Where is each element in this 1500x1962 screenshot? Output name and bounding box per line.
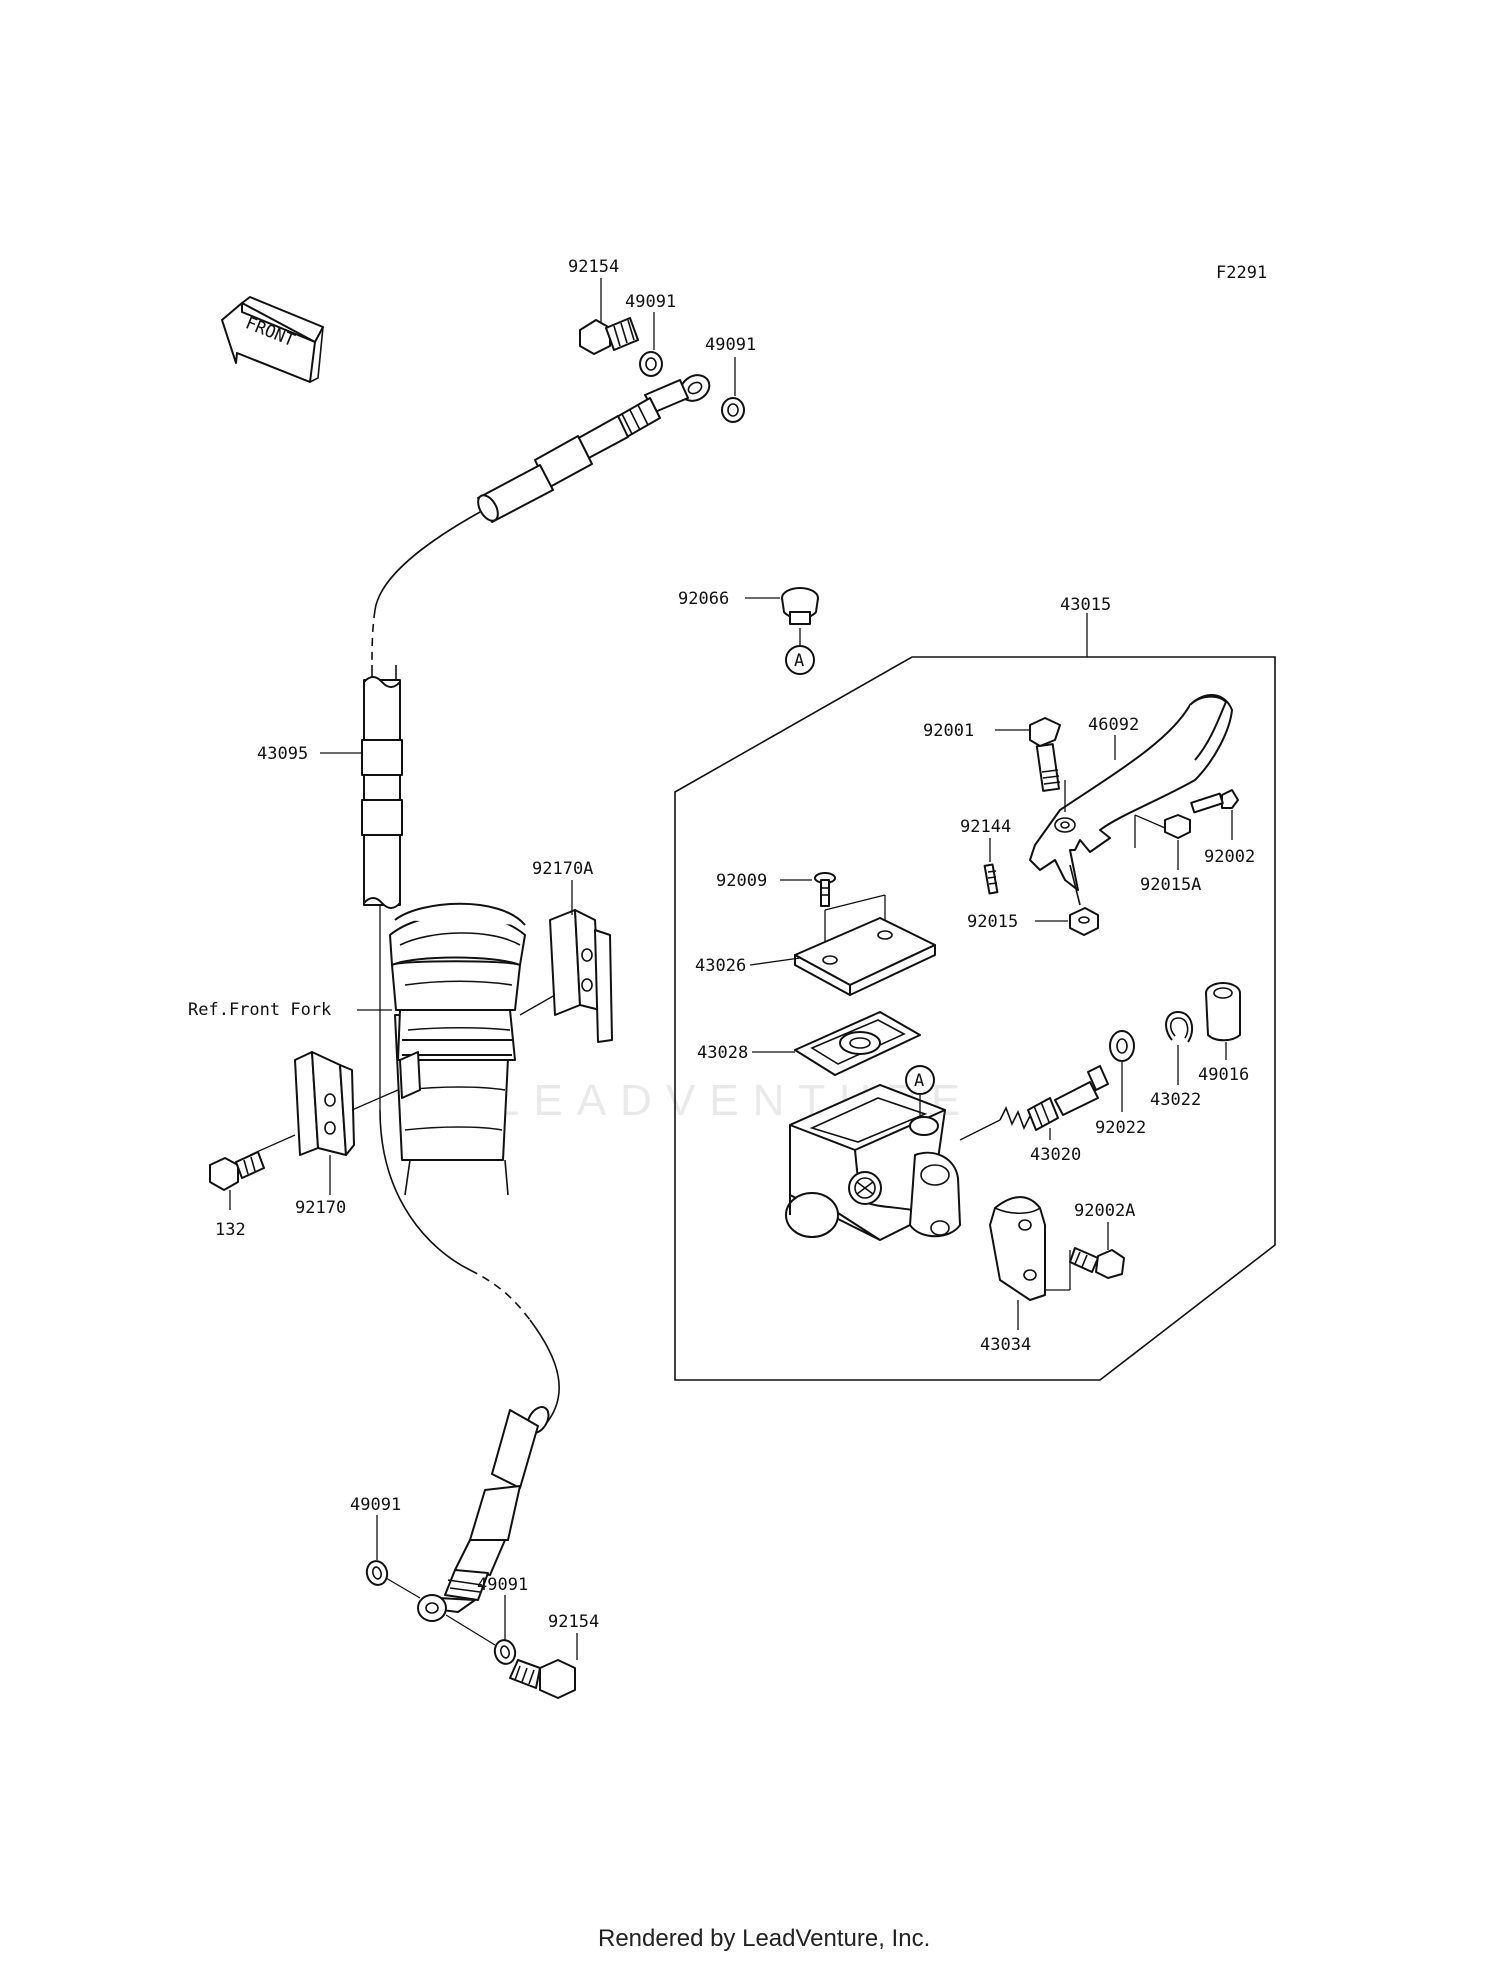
label-49091-bottom-1: 49091: [350, 1495, 401, 1515]
bolt-92002A: [1069, 1247, 1125, 1279]
figure-code: F2291: [1216, 263, 1267, 283]
label-92022: 92022: [1095, 1118, 1146, 1138]
reservoir-cover: [794, 917, 936, 996]
master-cylinder-body: [785, 1084, 961, 1241]
washer-bottom-2: [493, 1639, 517, 1665]
nut-92015A: [1164, 814, 1191, 839]
nut-92015: [1069, 907, 1099, 936]
banjo-bolt-bottom: [509, 1659, 576, 1699]
label-43015: 43015: [1060, 595, 1111, 615]
banjo-bolt-top: [579, 317, 639, 355]
label-92002A: 92002A: [1074, 1201, 1135, 1221]
label-92154-bottom: 92154: [548, 1612, 599, 1632]
pivot-bolt-92001: [1029, 717, 1061, 792]
brake-hose-upper: [361, 374, 711, 1110]
label-92002: 92002: [1204, 847, 1255, 867]
front-arrow-icon: FRONT: [221, 296, 324, 383]
holder-43034: [989, 1196, 1046, 1301]
diaphragm: [794, 1011, 921, 1076]
ref-front-fork-label: Ref.Front Fork: [188, 1000, 331, 1020]
callout-a-top: A: [785, 645, 815, 675]
label-49016: 49016: [1198, 1065, 1249, 1085]
screw-92002: [1190, 789, 1239, 814]
label-92015A: 92015A: [1140, 875, 1201, 895]
cap-92066: [781, 587, 819, 625]
callout-a-top-label: A: [794, 651, 804, 671]
label-92144: 92144: [960, 817, 1011, 837]
label-46092: 46092: [1088, 715, 1139, 735]
hose-clamp-lower: [249, 1051, 399, 1156]
screw-92009: [814, 872, 836, 907]
washer-top-2: [721, 397, 745, 423]
washer-92022: [1109, 1030, 1135, 1062]
label-92009: 92009: [716, 871, 767, 891]
callout-a-body: A: [905, 1065, 935, 1095]
hose-clamp-upper: [519, 909, 613, 1043]
label-43026: 43026: [695, 956, 746, 976]
callout-a-body-label: A: [914, 1071, 924, 1091]
label-49091-top-2: 49091: [705, 335, 756, 355]
circlip-43022: [1165, 1011, 1194, 1043]
label-43028: 43028: [697, 1043, 748, 1063]
label-92001: 92001: [923, 721, 974, 741]
washer-top-1: [639, 351, 663, 377]
washer-bottom-1: [365, 1560, 389, 1586]
front-fork: [389, 902, 526, 1196]
bolt-132: [209, 1151, 265, 1191]
label-43020: 43020: [1030, 1145, 1081, 1165]
piston-assembly: [959, 1065, 1109, 1141]
label-92066: 92066: [678, 589, 729, 609]
label-43034: 43034: [980, 1335, 1031, 1355]
label-49091-bottom-2: 49091: [477, 1575, 528, 1595]
pin-92144: [983, 863, 999, 895]
label-92170A: 92170A: [532, 859, 593, 879]
footer-credit: Rendered by LeadVenture, Inc.: [598, 1925, 930, 1952]
label-132: 132: [215, 1220, 246, 1240]
label-49091-top-1: 49091: [625, 292, 676, 312]
label-92154-top: 92154: [568, 257, 619, 277]
assembly-box: [674, 656, 1276, 1381]
label-92015: 92015: [967, 912, 1018, 932]
boot-49016: [1205, 982, 1241, 1042]
brake-lever: [1029, 694, 1233, 891]
brake-hose-lower: [379, 1109, 560, 1622]
label-92170: 92170: [295, 1198, 346, 1218]
label-43095: 43095: [257, 744, 308, 764]
label-43022: 43022: [1150, 1090, 1201, 1110]
